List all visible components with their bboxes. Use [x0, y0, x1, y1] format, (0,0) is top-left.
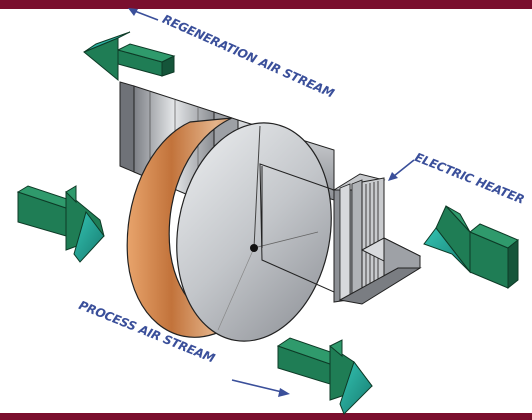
desiccant-wheel — [126, 117, 332, 342]
top-border — [0, 0, 532, 9]
regeneration-inlet-arrow — [423, 205, 519, 290]
regeneration-pointer-arrow — [128, 8, 159, 21]
heater-pointer-arrow — [388, 159, 415, 181]
process-pointer-arrow — [231, 379, 290, 397]
heater-duct — [259, 163, 422, 305]
regeneration-outlet-arrow — [83, 31, 176, 82]
process-inlet-arrow — [16, 185, 105, 263]
process-outlet-arrow — [276, 337, 373, 415]
bottom-border — [0, 413, 532, 420]
